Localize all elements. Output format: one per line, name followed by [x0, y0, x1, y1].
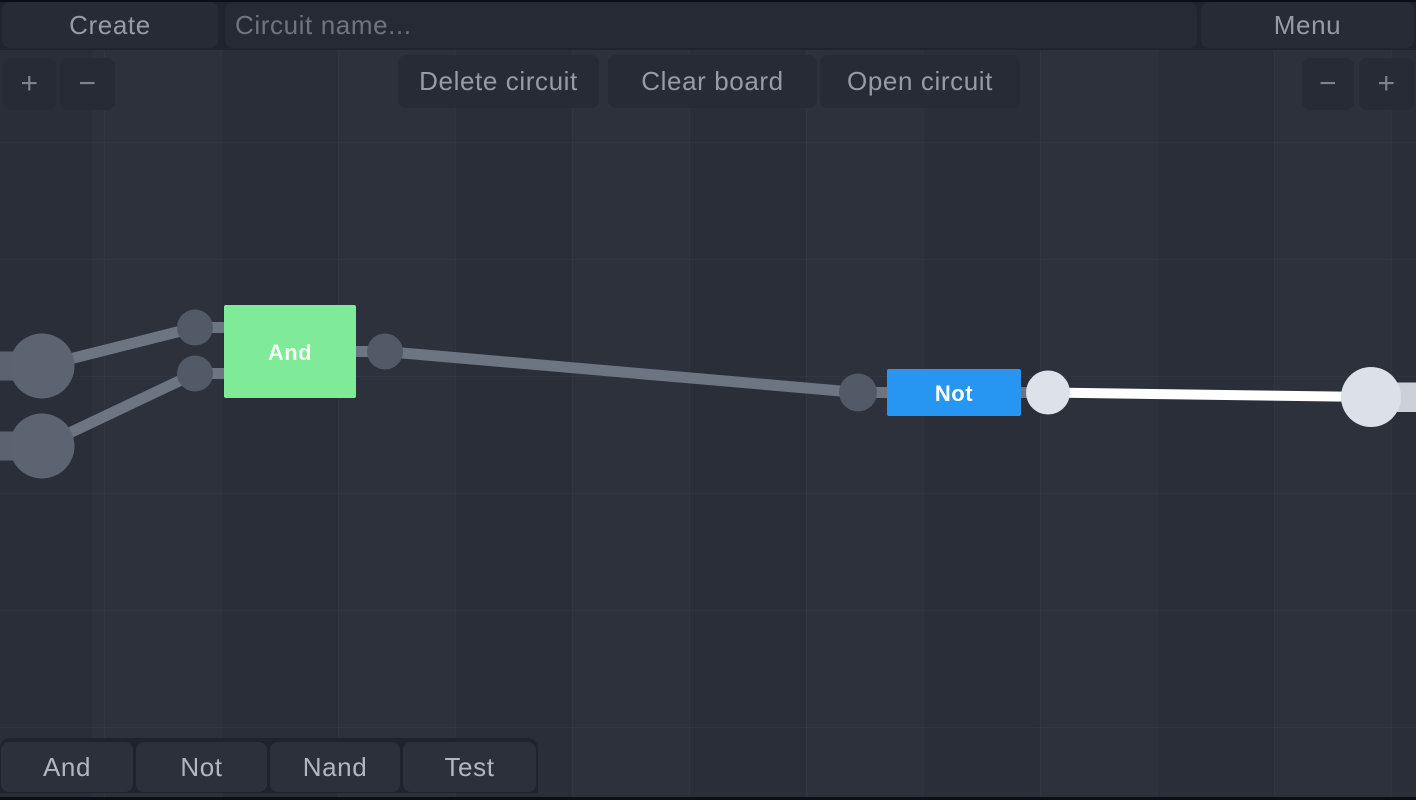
delete-circuit-button[interactable]: Delete circuit — [398, 55, 599, 108]
circuit-name-input[interactable] — [225, 2, 1197, 48]
input-node-b[interactable] — [9, 413, 75, 479]
input-node-a[interactable] — [9, 333, 75, 399]
gate-not[interactable] — [887, 369, 1021, 416]
gate-and[interactable] — [224, 305, 356, 398]
top-edge — [0, 0, 1416, 2]
and-output-pin[interactable] — [367, 333, 403, 370]
palette-item-and[interactable]: And — [1, 742, 133, 792]
zoom-out-button-left[interactable]: − — [60, 58, 115, 110]
gate-and-label: And — [268, 340, 312, 365]
palette-item-test[interactable]: Test — [403, 742, 536, 792]
zoom-in-button-left[interactable]: + — [3, 58, 56, 110]
create-button[interactable]: Create — [2, 2, 218, 48]
palette-item-not[interactable]: Not — [136, 742, 267, 792]
not-input-pin[interactable] — [839, 373, 877, 412]
and-input-pin-2[interactable] — [177, 355, 213, 392]
bottom-edge — [0, 797, 1416, 800]
and-input-pin-1[interactable] — [177, 309, 213, 346]
zoom-in-button-right[interactable]: + — [1359, 58, 1414, 110]
menu-button[interactable]: Menu — [1201, 2, 1414, 48]
open-circuit-button[interactable]: Open circuit — [820, 55, 1020, 108]
clear-board-button[interactable]: Clear board — [608, 55, 817, 108]
wire-not-to-output-on — [1047, 387, 1372, 402]
zoom-out-button-right[interactable]: − — [1302, 58, 1354, 110]
gate-not-label: Not — [935, 381, 973, 406]
not-output-pin[interactable] — [1026, 370, 1070, 415]
palette-item-nand[interactable]: Nand — [270, 742, 400, 792]
output-node[interactable] — [1341, 367, 1401, 427]
wire-and-to-not — [384, 346, 859, 398]
